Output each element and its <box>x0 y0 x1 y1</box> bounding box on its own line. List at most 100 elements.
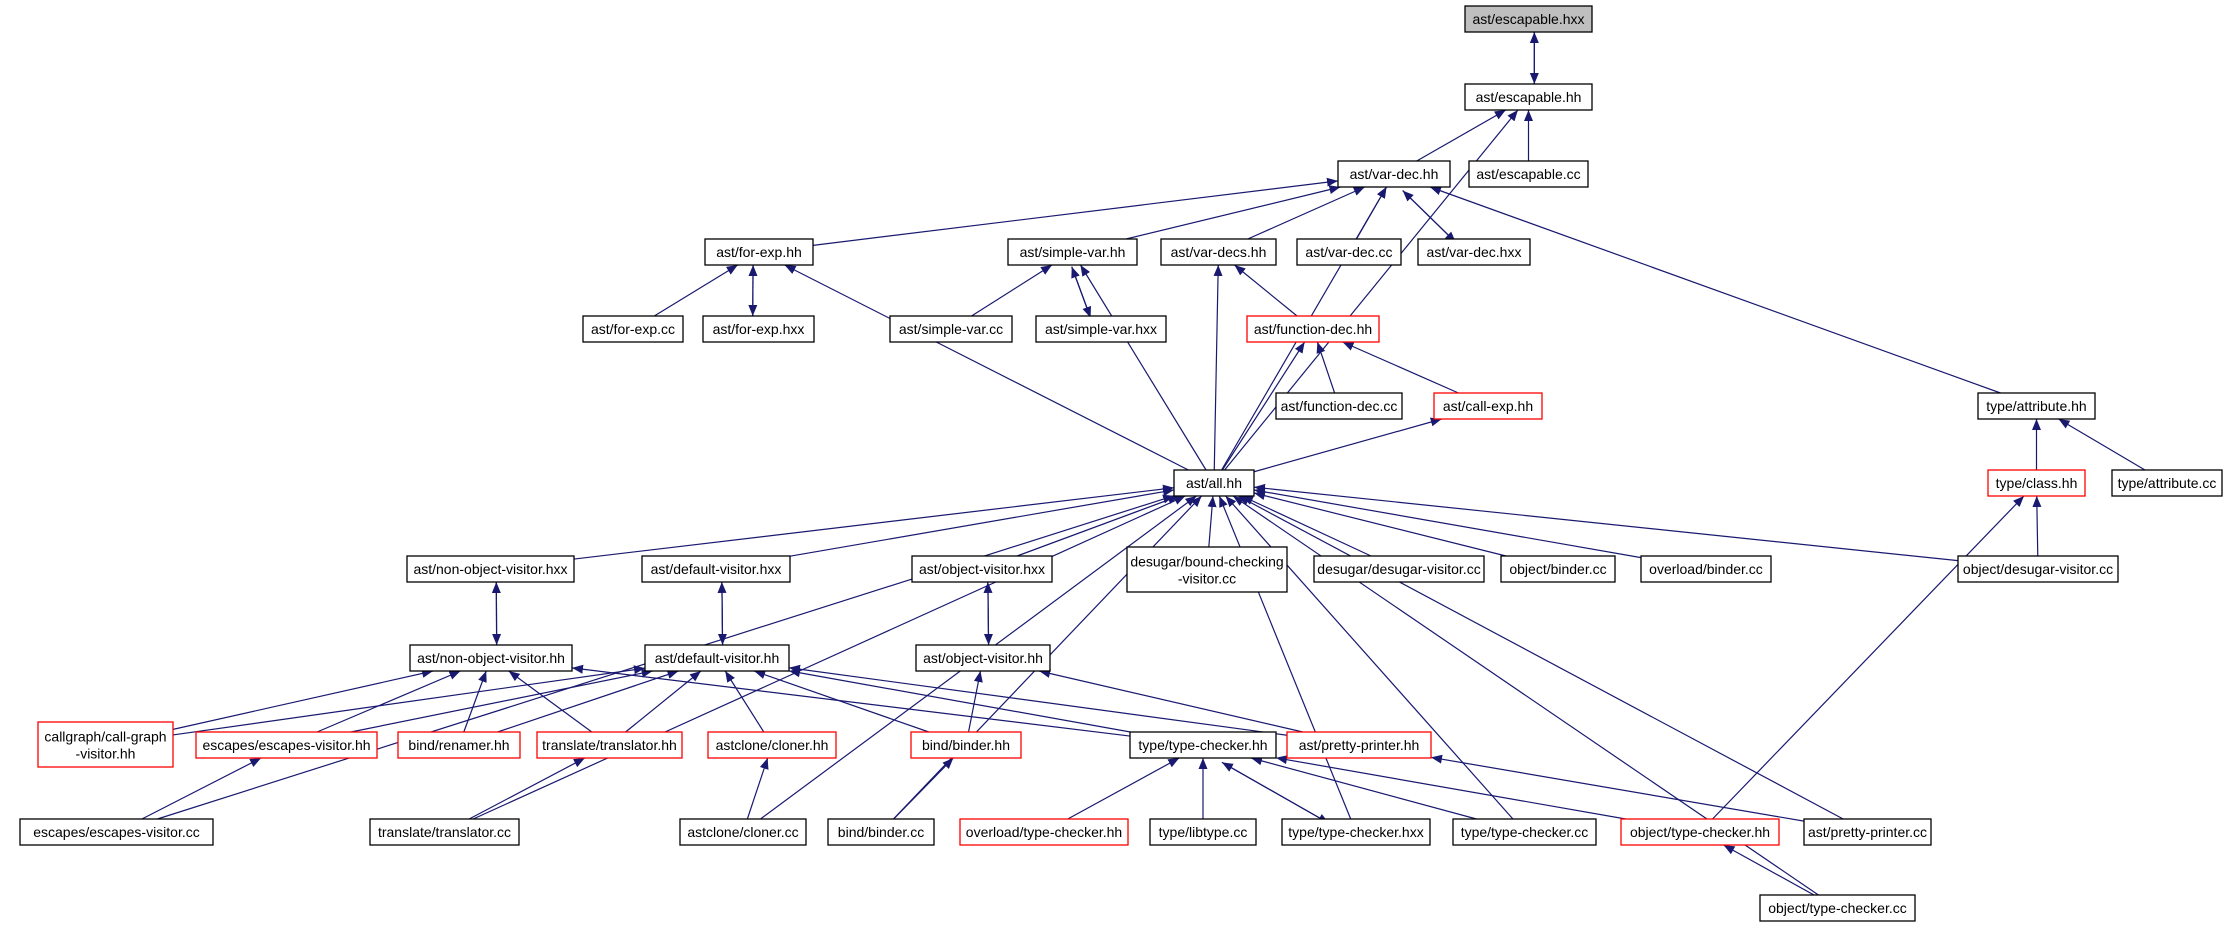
edge-for-exp-hh-to-var-dec-hh <box>812 177 1339 246</box>
node-box <box>910 731 1022 759</box>
node-label: type/type-checker.cc <box>1461 824 1589 840</box>
edge-simple-var-hh-to-var-dec-hh <box>1125 185 1341 240</box>
edge-call-exp-hh-to-function-dec-hh <box>1342 341 1459 394</box>
node-for-exp-hxx[interactable]: ast/for-exp.hxx <box>702 315 815 343</box>
node-type-checker-hxx[interactable]: type/type-checker.hxx <box>1281 818 1431 846</box>
node-cloner-cc[interactable]: astclone/cloner.cc <box>679 818 807 846</box>
node-box <box>1433 392 1543 420</box>
node-label: ast/call-exp.hh <box>1443 398 1533 414</box>
node-object-desugar[interactable]: object/desugar-visitor.cc <box>1957 555 2119 583</box>
node-bound-checking[interactable]: desugar/bound-checking-visitor.cc <box>1126 546 1288 593</box>
node-box <box>1464 83 1593 111</box>
node-var-dec-hh[interactable]: ast/var-dec.hh <box>1337 160 1451 188</box>
node-label: object/type-checker.hh <box>1630 824 1770 840</box>
node-box <box>1977 392 2096 420</box>
node-desugar-visitor[interactable]: desugar/desugar-visitor.cc <box>1313 555 1485 583</box>
node-object-hxx[interactable]: ast/object-visitor.hxx <box>911 555 1053 583</box>
node-default-hxx[interactable]: ast/default-visitor.hxx <box>641 555 791 583</box>
edge-all-hh-to-call-exp-hh <box>1253 417 1442 473</box>
node-box <box>1464 5 1593 33</box>
node-call-exp-hh[interactable]: ast/call-exp.hh <box>1433 392 1543 420</box>
node-callgraph[interactable]: callgraph/call-graph-visitor.hh <box>37 721 174 768</box>
node-translator-hh[interactable]: translate/translator.hh <box>536 731 683 759</box>
edge-function-dec-hh-to-var-decs-hh <box>1234 264 1298 317</box>
node-box <box>915 644 1051 672</box>
node-box <box>1281 818 1431 846</box>
edge-for-exp-cc-to-for-exp-hh <box>653 264 739 317</box>
nodes: ast/escapable.hxx ast/escapable.hh ast/esc… <box>19 5 2223 922</box>
node-label: type/class.hh <box>1996 475 2078 491</box>
node-label: ast/simple-var.cc <box>899 321 1003 337</box>
edge-binder-cc-to-binder-hh <box>893 757 954 820</box>
edge-object-hxx-to-object-hh <box>983 581 993 645</box>
node-default-hh[interactable]: ast/default-visitor.hh <box>644 644 790 672</box>
node-label: ast/var-dec.cc <box>1305 244 1392 260</box>
node-label: ast/var-dec.hxx <box>1427 244 1522 260</box>
node-escapable-hh[interactable]: ast/escapable.hh <box>1464 83 1593 111</box>
node-box <box>1035 315 1167 343</box>
node-label: ast/simple-var.hh <box>1020 244 1126 260</box>
edge-object-desugar-to-class-hh <box>2032 495 2042 557</box>
node-non-obj-hxx[interactable]: ast/non-object-visitor.hxx <box>406 555 575 583</box>
node-libtype-cc[interactable]: type/libtype.cc <box>1149 818 1257 846</box>
node-type-checker-hh[interactable]: type/type-checker.hh <box>1129 731 1277 759</box>
node-box <box>582 315 684 343</box>
edge-type-checker-hh-to-default-hh <box>788 668 1131 733</box>
edge-type-checker-cc-to-type-checker-hh <box>1250 756 1477 820</box>
node-escapable-cc[interactable]: ast/escapable.cc <box>1468 160 1589 188</box>
node-label: ast/for-exp.cc <box>591 321 675 337</box>
node-label: ast/function-dec.cc <box>1281 398 1398 414</box>
node-box <box>1173 469 1255 497</box>
node-pretty-printer-cc[interactable]: ast/pretty-printer.cc <box>1803 818 1932 846</box>
node-for-exp-cc[interactable]: ast/for-exp.cc <box>582 315 684 343</box>
node-pretty-printer-hh[interactable]: ast/pretty-printer.hh <box>1286 731 1432 759</box>
node-type-checker-cc[interactable]: type/type-checker.cc <box>1452 818 1597 846</box>
node-escapes-hh[interactable]: escapes/escapes-visitor.hh <box>195 731 378 759</box>
node-overload-binder-cc[interactable]: overload/binder.cc <box>1640 555 1772 583</box>
node-label: astclone/cloner.cc <box>687 824 798 840</box>
edge-pretty-printer-cc-to-all-hh <box>1238 495 1844 820</box>
edge-all-hh-to-simple-var-hh <box>1079 264 1207 471</box>
node-label-line: -visitor.cc <box>1178 571 1236 587</box>
node-non-obj-hh[interactable]: ast/non-object-visitor.hh <box>409 644 573 672</box>
node-escapes-cc[interactable]: escapes/escapes-visitor.cc <box>19 818 214 846</box>
node-function-dec-hh[interactable]: ast/function-dec.hh <box>1246 315 1380 343</box>
node-object-binder-cc[interactable]: object/binder.cc <box>1500 555 1616 583</box>
node-object-tc-hh[interactable]: object/type-checker.hh <box>1620 818 1780 846</box>
node-label: ast/object-visitor.hxx <box>919 561 1045 577</box>
node-binder-cc[interactable]: bind/binder.cc <box>827 818 935 846</box>
node-attribute-hh[interactable]: type/attribute.hh <box>1977 392 2096 420</box>
node-simple-var-hh[interactable]: ast/simple-var.hh <box>1007 238 1138 266</box>
node-simple-var-cc[interactable]: ast/simple-var.cc <box>889 315 1013 343</box>
node-label: bind/binder.hh <box>922 737 1010 753</box>
node-var-dec-hxx[interactable]: ast/var-dec.hxx <box>1417 238 1531 266</box>
edge-all-hh-to-function-dec-hh <box>1221 341 1306 471</box>
node-binder-hh[interactable]: bind/binder.hh <box>910 731 1022 759</box>
node-renamer-hh[interactable]: bind/renamer.hh <box>397 731 521 759</box>
node-all-hh[interactable]: ast/all.hh <box>1173 469 1255 497</box>
node-label: ast/for-exp.hh <box>716 244 802 260</box>
node-label: type/libtype.cc <box>1159 824 1248 840</box>
node-function-dec-cc[interactable]: ast/function-dec.cc <box>1275 392 1403 420</box>
edge-var-dec-hh-to-escapable-hh <box>1416 109 1507 162</box>
node-label: ast/simple-var.hxx <box>1045 321 1157 337</box>
node-var-dec-cc[interactable]: ast/var-dec.cc <box>1296 238 1402 266</box>
edge-simple-var-hh-to-simple-var-hxx <box>1071 266 1092 318</box>
node-simple-var-hxx[interactable]: ast/simple-var.hxx <box>1035 315 1167 343</box>
node-overload-tc-hh[interactable]: overload/type-checker.hh <box>959 818 1129 846</box>
node-label: ast/pretty-printer.cc <box>1808 824 1927 840</box>
node-translator-cc[interactable]: translate/translator.cc <box>369 818 520 846</box>
node-object-hh[interactable]: ast/object-visitor.hh <box>915 644 1051 672</box>
node-attribute-cc[interactable]: type/attribute.cc <box>2111 469 2223 497</box>
node-escapable-hxx[interactable]: ast/escapable.hxx <box>1464 5 1593 33</box>
node-object-tc-cc[interactable]: object/type-checker.cc <box>1759 894 1916 922</box>
node-label: translate/translator.cc <box>378 824 511 840</box>
edge-var-dec-hh-to-var-dec-hxx <box>1402 190 1457 244</box>
node-label: object/desugar-visitor.cc <box>1963 561 2113 577</box>
node-for-exp-hh[interactable]: ast/for-exp.hh <box>704 238 814 266</box>
edge-object-tc-cc-to-object-tc-hh <box>1723 844 1815 896</box>
node-box <box>1129 731 1277 759</box>
node-cloner-hh[interactable]: astclone/cloner.hh <box>707 731 837 759</box>
node-class-hh[interactable]: type/class.hh <box>1987 469 2086 497</box>
node-var-decs-hh[interactable]: ast/var-decs.hh <box>1160 238 1277 266</box>
